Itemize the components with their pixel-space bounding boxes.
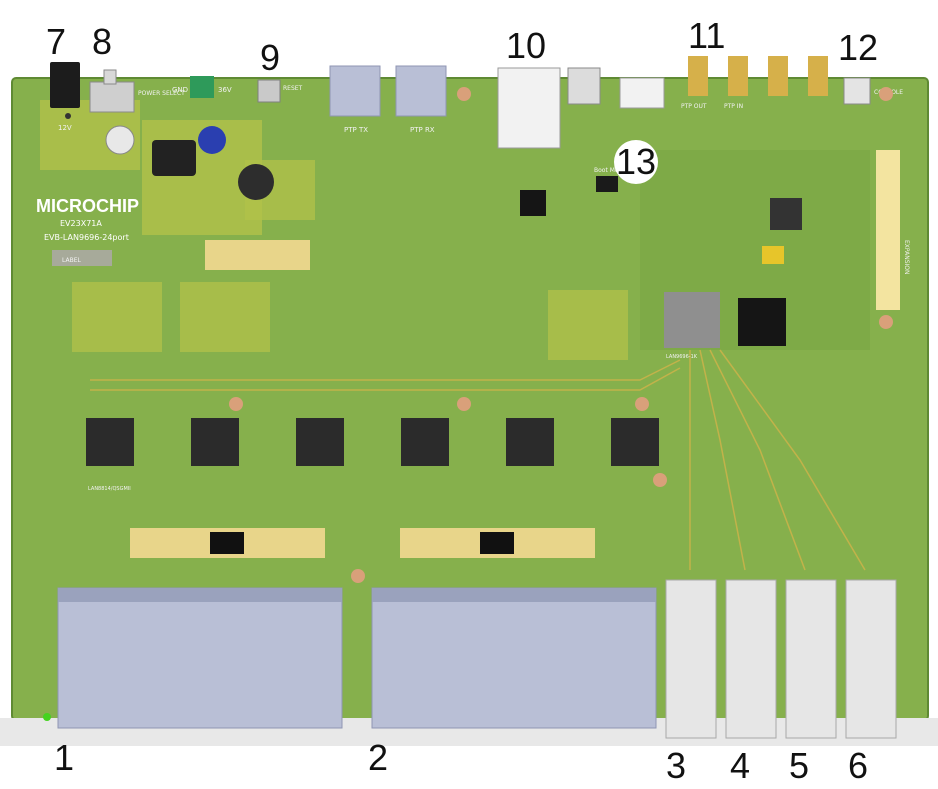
mounting-holes — [229, 87, 893, 583]
silk-label: LABEL — [62, 257, 81, 264]
ddr-bga — [738, 298, 786, 346]
mounting-hole — [229, 397, 243, 411]
cpu-chip — [520, 190, 546, 216]
callout-4: 4 — [730, 745, 751, 786]
yellow-component — [762, 246, 784, 264]
silk-expansion: EXPANSION — [903, 240, 910, 275]
lan9696-soc — [664, 292, 720, 348]
mounting-hole — [457, 397, 471, 411]
phy-chip-3 — [296, 418, 344, 466]
sma-ptp-out — [688, 56, 708, 96]
regulator-zone-1 — [72, 282, 162, 352]
silk-boot-mode: Boot Mode — [594, 167, 626, 174]
phy-chip-1 — [86, 418, 134, 466]
sma-connectors — [688, 56, 828, 96]
dc-power-jack — [50, 62, 80, 108]
rj45-right-top-strip — [372, 588, 656, 602]
silk-main-soc: LAN9696-1K — [666, 354, 698, 360]
mounting-hole — [879, 315, 893, 329]
silk-power-in: 12V — [58, 124, 72, 132]
sfp-cage-2 — [725, 579, 777, 739]
board-name: EVB-LAN9696-24port — [44, 233, 129, 242]
silk-ptp-rx: PTP RX — [410, 126, 435, 134]
clock-zone — [548, 290, 628, 360]
sfp-cage-1 — [665, 579, 717, 739]
phy-chip-2 — [191, 418, 239, 466]
sfp-cage-3 — [785, 579, 837, 739]
silk-ptp-in: PTP IN — [724, 103, 743, 110]
power-select-switch — [89, 81, 135, 113]
management-rj45 — [497, 67, 561, 149]
mounting-hole — [351, 569, 365, 583]
rj45-left-top-strip — [58, 588, 342, 602]
callout-10: 10 — [506, 25, 547, 66]
boot-mode-switch — [596, 176, 618, 192]
callout-11: 11 — [688, 15, 726, 56]
ptp-rx-connector — [395, 65, 447, 117]
dc-jack-polarity-icon — [65, 113, 71, 119]
sma-ptp-in — [728, 56, 748, 96]
rj45-bank-right — [371, 587, 657, 729]
callout-5: 5 — [789, 745, 810, 786]
rj45-bank-left — [57, 587, 343, 729]
mounting-hole — [635, 397, 649, 411]
silk-power-select: POWER SELECT — [138, 90, 185, 97]
callout-8: 8 — [92, 21, 113, 62]
callout-13-circle — [614, 140, 658, 184]
callout-7: 7 — [46, 21, 67, 62]
silk-reset: RESET — [283, 85, 303, 92]
console-usb-c — [843, 77, 871, 105]
phy-chip-6 — [611, 418, 659, 466]
silk-ptp-tx: PTP TX — [344, 126, 368, 134]
callout-1: 1 — [54, 737, 75, 778]
sfp-cage-4 — [845, 579, 897, 739]
jumper-ic-left — [210, 532, 244, 554]
sd-card-slot — [619, 77, 665, 109]
ptp-tx-connector — [329, 65, 381, 117]
silk-gnd: GND — [172, 86, 188, 94]
reset-button — [257, 79, 281, 103]
phy-chip-5 — [506, 418, 554, 466]
terminal-block — [190, 76, 214, 98]
regulator-zone-2 — [180, 282, 270, 352]
usb-host-port — [567, 67, 601, 105]
sfp-trace-bundle — [90, 349, 866, 571]
callout-12: 12 — [838, 27, 879, 68]
phy-chip-row — [86, 418, 659, 466]
switch-lever — [103, 69, 117, 85]
callout-9: 9 — [260, 37, 281, 78]
silk-36v: 36V — [218, 86, 232, 94]
sma-station-clock-out — [768, 56, 788, 96]
mounting-hole — [653, 473, 667, 487]
silk-phy: LAN8814/QSGMII — [88, 486, 131, 492]
status-led — [43, 713, 51, 721]
callout-2: 2 — [368, 737, 389, 778]
clock-chip — [770, 198, 802, 230]
expansion-header — [876, 150, 900, 310]
callout-3: 3 — [666, 745, 687, 786]
label-area — [52, 250, 112, 266]
sma-station-clock-in — [808, 56, 828, 96]
phy-chip-4 — [401, 418, 449, 466]
mounting-hole — [457, 87, 471, 101]
electrolytic-cap-white — [105, 125, 135, 155]
debug-header-top — [205, 240, 310, 270]
part-number: EV23X71A — [60, 219, 102, 228]
microchip-logo-text: MICROCHIP — [36, 196, 139, 216]
power-inductor-681 — [152, 140, 196, 176]
silk-ptp-out: PTP OUT — [681, 103, 707, 110]
callout-13: 13 — [616, 141, 657, 182]
callout-6: 6 — [848, 745, 869, 786]
mounting-hole — [879, 87, 893, 101]
jumper-ic-right — [480, 532, 514, 554]
toroid-inductor — [238, 164, 274, 200]
electrolytic-cap-blue — [198, 126, 226, 154]
